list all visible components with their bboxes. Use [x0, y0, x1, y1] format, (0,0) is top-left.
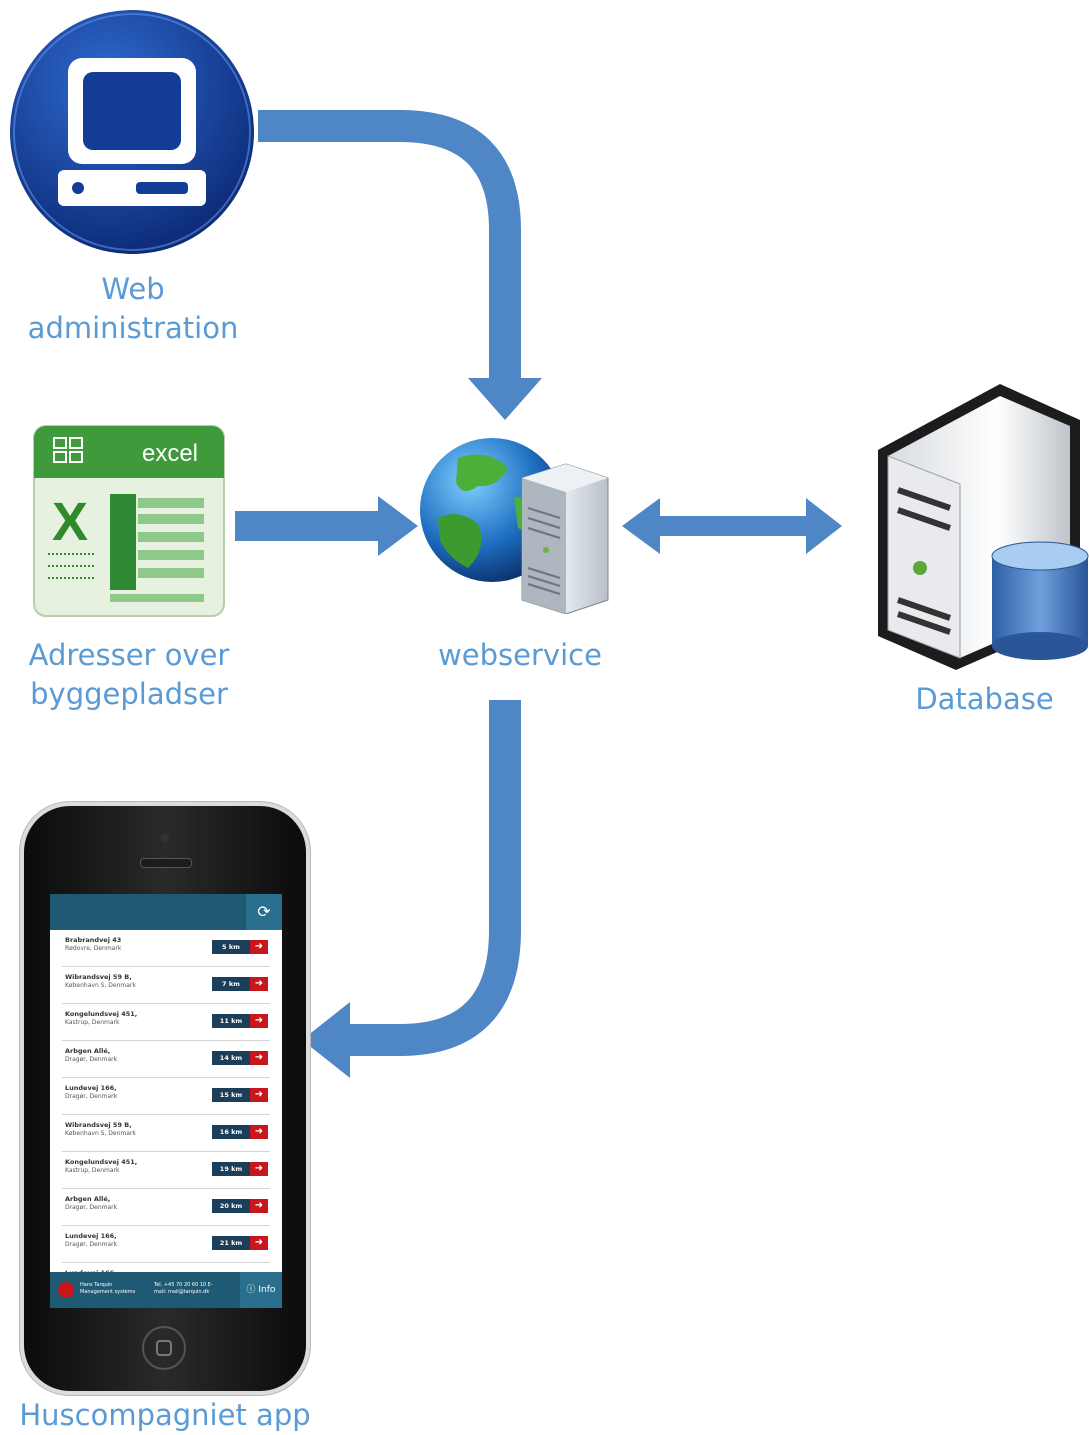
- row-city: Kastrup, Denmark: [65, 1167, 120, 1174]
- row-city: Dragør, Denmark: [65, 1093, 118, 1100]
- row-city: København S, Denmark: [65, 982, 136, 989]
- database-server-icon: [878, 384, 1089, 670]
- arrowhead-right: [378, 496, 418, 556]
- earpiece-speaker: [140, 858, 192, 868]
- row-street: Wibrandsvej 59 B,: [65, 1121, 132, 1129]
- row-street: Lundevej 166,: [65, 1232, 117, 1240]
- row-city: Dragør, Denmark: [65, 1241, 118, 1248]
- footer-company: Hans Tarquin Management systems: [80, 1282, 136, 1295]
- distance-badge: 20 km: [212, 1199, 250, 1213]
- list-item[interactable]: Lundevej 166,Dragør, Denmark 21 km➜: [62, 1226, 270, 1263]
- company-logo-icon: [58, 1282, 74, 1298]
- arrowhead-left-app: [302, 1002, 350, 1078]
- arrowhead-down: [468, 378, 542, 420]
- navigate-arrow-icon[interactable]: ➜: [250, 1051, 268, 1065]
- front-camera: [161, 834, 169, 842]
- arrowhead-left: [622, 498, 660, 554]
- row-street: Lundevej 166,: [65, 1084, 117, 1092]
- arrow-webadmin-to-webservice: [258, 110, 521, 378]
- database-label: Database: [915, 682, 1054, 716]
- list-item[interactable]: Wibrandsvej 59 B,København S, Denmark 7 k…: [62, 967, 270, 1004]
- webservice-label: webservice: [438, 638, 602, 672]
- list-item[interactable]: Kongelundsvej 451,Kastrup, Denmark 19 km➜: [62, 1152, 270, 1189]
- list-item[interactable]: Lundevej 166,Dragør, Denmark 15 km➜: [62, 1078, 270, 1115]
- svg-text:X: X: [52, 492, 88, 552]
- row-city: Rødovre, Denmark: [65, 945, 122, 952]
- row-street: Arbgen Allé,: [65, 1047, 111, 1055]
- navigate-arrow-icon[interactable]: ➜: [250, 1236, 268, 1250]
- globe-server-icon: [420, 438, 609, 614]
- distance-badge: 5 km: [212, 940, 250, 954]
- distance-badge: 15 km: [212, 1088, 250, 1102]
- web-admin-label-line1: Web: [101, 272, 165, 306]
- app-label: Huscompagniet app: [19, 1398, 311, 1432]
- info-button[interactable]: ⓘ Info: [240, 1272, 282, 1308]
- list-item[interactable]: Wibrandsvej 59 B,København S, Denmark 16 …: [62, 1115, 270, 1152]
- distance-badge: 14 km: [212, 1051, 250, 1065]
- row-street: Arbgen Allé,: [65, 1195, 111, 1203]
- home-button[interactable]: [142, 1326, 186, 1370]
- navigate-arrow-icon[interactable]: ➜: [250, 1088, 268, 1102]
- distance-badge: 21 km: [212, 1236, 250, 1250]
- excel-badge-text: excel: [142, 440, 198, 467]
- web-admin-label: Web administration: [0, 270, 266, 348]
- navigate-arrow-icon[interactable]: ➜: [250, 1199, 268, 1213]
- navigate-arrow-icon[interactable]: ➜: [250, 940, 268, 954]
- app-footer: Hans Tarquin Management systems Tel. +45…: [50, 1272, 282, 1308]
- navigate-arrow-icon[interactable]: ➜: [250, 1125, 268, 1139]
- excel-label-line1: Adresser over: [28, 638, 230, 672]
- list-item[interactable]: Kongelundsvej 451,Kastrup, Denmark 11 km➜: [62, 1004, 270, 1041]
- distance-badge: 11 km: [212, 1014, 250, 1028]
- excel-label-line2: byggepladser: [30, 677, 228, 711]
- excel-label: Adresser over byggepladser: [0, 636, 258, 714]
- navigate-arrow-icon[interactable]: ➜: [250, 977, 268, 991]
- navigate-arrow-icon[interactable]: ➜: [250, 1014, 268, 1028]
- row-street: Kongelundsvej 451,: [65, 1010, 138, 1018]
- list-item[interactable]: Arbgen Allé,Dragør, Denmark 20 km➜: [62, 1189, 270, 1226]
- distance-badge: 19 km: [212, 1162, 250, 1176]
- excel-icon: excel X: [33, 425, 225, 617]
- distance-badge: 7 km: [212, 977, 250, 991]
- arrowhead-right-db: [806, 498, 842, 554]
- row-city: Dragør, Denmark: [65, 1056, 118, 1063]
- list-item[interactable]: Arbgen Allé,Dragør, Denmark 14 km➜: [62, 1041, 270, 1078]
- row-street: Brabrandvej 43: [65, 936, 122, 944]
- row-city: Kastrup, Denmark: [65, 1019, 120, 1026]
- row-city: København S, Denmark: [65, 1130, 136, 1137]
- arrow-webservice-to-app: [345, 700, 521, 1056]
- row-street: Wibrandsvej 59 B,: [65, 973, 132, 981]
- navigate-arrow-icon[interactable]: ➜: [250, 1162, 268, 1176]
- computer-icon: [10, 10, 254, 254]
- refresh-icon[interactable]: ⟳: [246, 894, 282, 930]
- app-header: ⟳: [50, 894, 282, 930]
- row-city: Dragør, Denmark: [65, 1204, 118, 1211]
- row-street: Kongelundsvej 451,: [65, 1158, 138, 1166]
- distance-badge: 16 km: [212, 1125, 250, 1139]
- footer-contact: Tel. +45 70 20 60 10 E-mail: mail@tarqui…: [154, 1282, 213, 1295]
- web-admin-label-line2: administration: [27, 311, 239, 345]
- info-label: Info: [258, 1285, 276, 1295]
